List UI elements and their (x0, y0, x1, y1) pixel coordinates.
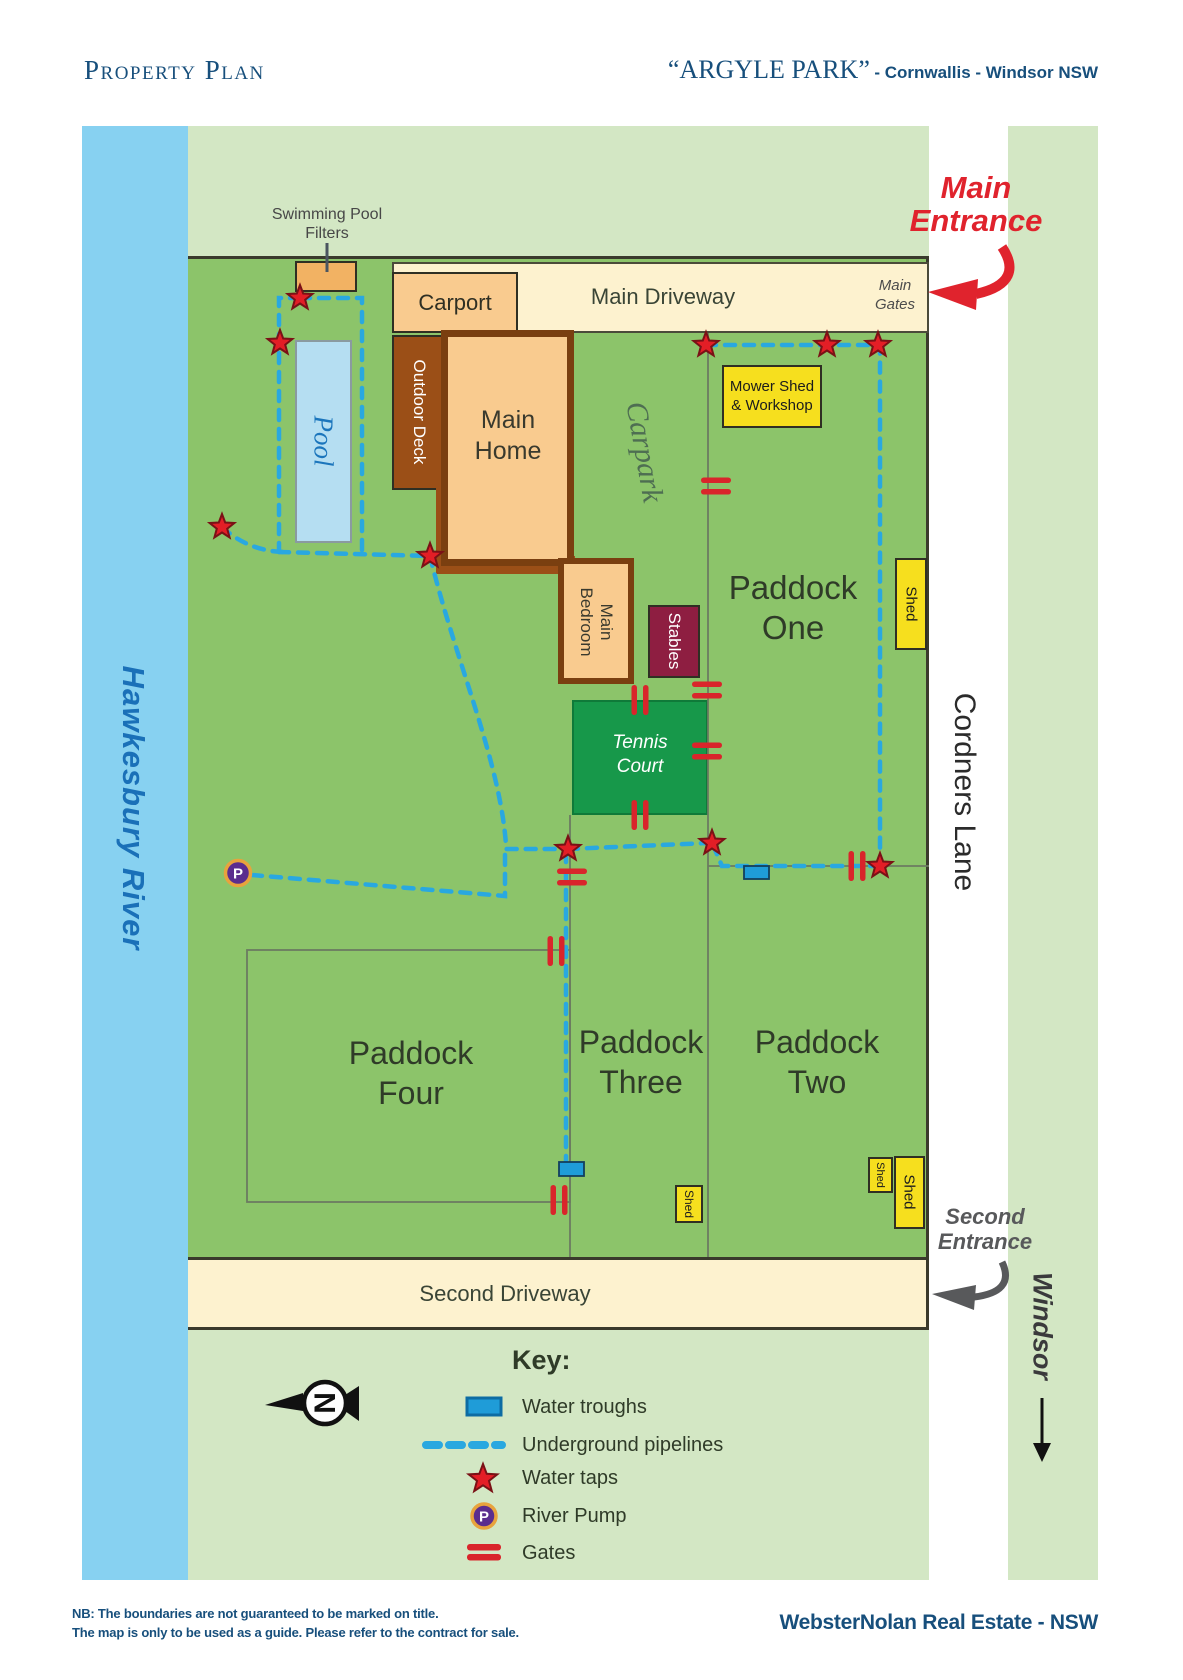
header-property: “ARGYLE PARK” - Cornwallis - Windsor NSW (498, 55, 1098, 85)
water-trough-icon (398, 1395, 522, 1419)
main-home-label: Main Home (475, 405, 542, 467)
tennis-court-line2: Court (616, 756, 664, 777)
main-driveway-label: Main Driveway (590, 284, 736, 309)
legend-label-troughs: Water troughs (522, 1395, 647, 1418)
stables (648, 605, 700, 678)
property-name: “ARGYLE PARK” (667, 55, 870, 84)
second-entrance-line1: Second (945, 1204, 1025, 1229)
main-entrance-arrow (928, 244, 1015, 310)
paddock-three-label: Paddock Three (579, 1022, 704, 1102)
second-driveway-label: Second Driveway (419, 1281, 591, 1306)
main-gates-line1: Main (878, 277, 912, 294)
legend-row-pump: P River Pump (398, 1497, 818, 1535)
mower-shed-line1: Mower Shed (729, 378, 815, 395)
legend-label-pump: River Pump (522, 1504, 627, 1527)
legend-row-taps: Water taps (398, 1459, 818, 1497)
legend-row-troughs: Water troughs (398, 1388, 818, 1426)
hawkesbury-river-label: Hawkesbury River (116, 665, 151, 951)
paddock-one-line2: One (761, 609, 825, 646)
footer-note-line1: NB: The boundaries are not guaranteed to… (72, 1606, 439, 1621)
shed-paddock-one-label: Shed (902, 586, 920, 622)
cordners-lane-label: Cordners Lane (948, 692, 981, 892)
legend-label-gates: Gates (522, 1541, 576, 1564)
main-bedroom-label: Main Bedroom (576, 588, 616, 657)
paddock-one-label: Paddock One (729, 568, 857, 648)
shed-paddock-three (675, 1185, 703, 1223)
pool-filters-line2: Filters (305, 225, 349, 242)
paddock-four-line2: Four (378, 1075, 444, 1111)
footer-note: NB: The boundaries are not guaranteed to… (72, 1604, 519, 1642)
outdoor-deck (392, 335, 447, 490)
pipeline-icon (398, 1438, 522, 1452)
footer-note-line2: The map is only to be used as a guide. P… (72, 1625, 519, 1640)
paddock-three-line1: Paddock (578, 1024, 704, 1060)
shed-small-east-label: Shed (874, 1162, 886, 1188)
river-pump-icon: P (398, 1500, 522, 1532)
paddock-four-label: Paddock Four (349, 1033, 474, 1113)
paddock-two-line2: Two (787, 1064, 847, 1100)
main-bedroom-line1: Main (597, 603, 616, 641)
shed-tall-east (894, 1156, 925, 1229)
paddock-one-line1: Paddock (728, 569, 858, 606)
carport-label: Carport (418, 290, 492, 315)
second-entrance-arrow (932, 1260, 1009, 1310)
mower-shed-label: Mower Shed & Workshop (730, 377, 814, 415)
paddock-two-line1: Paddock (754, 1024, 880, 1060)
legend-row-pipelines: Underground pipelines (398, 1426, 818, 1464)
cordners-lane-east-strip (1008, 126, 1098, 1580)
legend-pump-letter: P (479, 1509, 489, 1526)
key-title: Key: (512, 1345, 571, 1375)
main-entrance-label: Main Entrance (910, 171, 1043, 237)
second-entrance-line2: Entrance (937, 1229, 1033, 1254)
main-home-line1: Main (480, 406, 536, 434)
pool-filters-line1: Swimming Pool (271, 206, 383, 223)
shed-paddock-one (895, 558, 927, 650)
windsor-label: Windsor (1027, 1272, 1058, 1380)
main-home-line2: Home (474, 437, 542, 465)
legend-label-taps: Water taps (522, 1466, 618, 1489)
paddock-four-line1: Paddock (348, 1035, 474, 1071)
main-bedroom-line2: Bedroom (577, 587, 596, 657)
second-driveway-band (188, 1257, 929, 1330)
property-location: - Cornwallis - Windsor NSW (874, 63, 1098, 82)
main-gates-line2: Gates (874, 296, 916, 313)
second-entrance-label: Second Entrance (938, 1204, 1032, 1254)
water-tap-icon (398, 1461, 522, 1495)
paddock-two-label: Paddock Two (755, 1022, 880, 1102)
main-gates-label: Main Gates (875, 276, 915, 314)
legend-row-gates: Gates (398, 1534, 818, 1572)
shed-small-east (868, 1157, 893, 1193)
outdoor-deck-label: Outdoor Deck (410, 359, 429, 465)
tennis-court-label: Tennis Court (612, 731, 667, 779)
agency-name: WebsterNolan Real Estate - NSW (779, 1611, 1098, 1634)
page-title: Property Plan (84, 55, 265, 85)
stables-label: Stables (665, 612, 684, 670)
main-entrance-line1: Main (940, 170, 1012, 205)
pool-label: Pool (308, 415, 339, 467)
gate-icon (398, 1541, 522, 1565)
mower-shed-line2: & Workshop (731, 397, 813, 414)
tennis-court-line1: Tennis (612, 732, 668, 753)
main-entrance-line2: Entrance (909, 203, 1043, 238)
pool-filter-box (295, 261, 357, 292)
shed-tall-east-label: Shed (900, 1174, 918, 1210)
pool-filters-label: Swimming Pool Filters (272, 205, 382, 243)
shed-paddock-three-label: Shed (682, 1189, 696, 1219)
paddock-three-line2: Three (599, 1064, 683, 1100)
legend-label-pipelines: Underground pipelines (522, 1433, 724, 1456)
hawkesbury-river-strip (82, 126, 188, 1580)
